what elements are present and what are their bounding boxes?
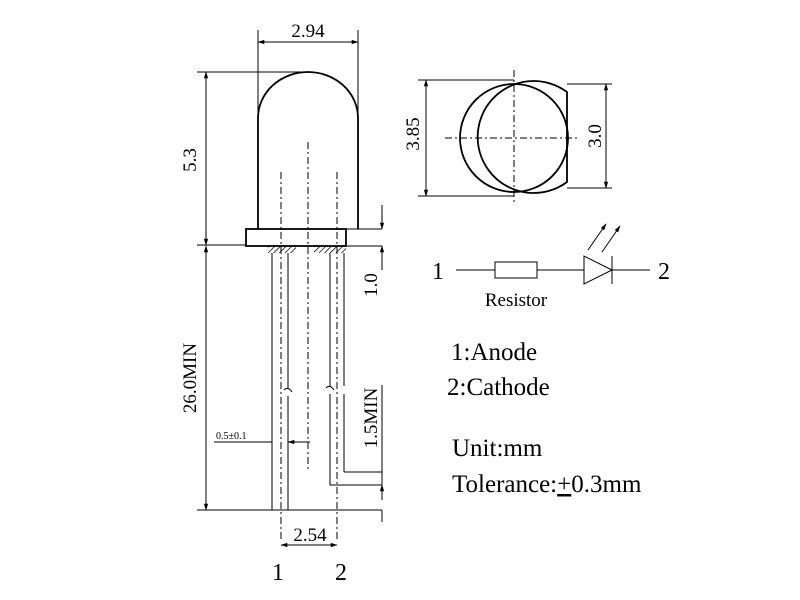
lead-2 bbox=[329, 253, 382, 486]
tolerance-value: 0.3mm bbox=[571, 471, 642, 498]
dim-flange-thickness: 1.0 bbox=[361, 273, 382, 297]
top-view: 3.85 3.0 bbox=[403, 70, 612, 205]
legend-tolerance: Tolerance:+0.3mm bbox=[452, 471, 642, 498]
resistor-symbol bbox=[494, 261, 538, 279]
dim-pin-pitch: 2.54 bbox=[293, 525, 327, 546]
schematic-pin-2: 2 bbox=[658, 259, 670, 285]
schematic: 1 2 Resistor bbox=[432, 223, 670, 311]
dim-lens-width: 2.94 bbox=[291, 21, 325, 42]
dim-lead-width: 0.5±0.1 bbox=[216, 431, 247, 442]
lead-1 bbox=[271, 253, 289, 511]
dim-body-height: 5.3 bbox=[180, 148, 201, 172]
emission-arrow-icon bbox=[601, 225, 621, 253]
emission-arrow-icon bbox=[587, 223, 607, 251]
lead-2-break bbox=[325, 385, 335, 391]
pin-number-2: 2 bbox=[335, 560, 347, 586]
lead-root-hatch-2 bbox=[314, 246, 346, 253]
legend-unit: Unit:mm bbox=[452, 435, 543, 462]
legend-cathode: 2:Cathode bbox=[447, 374, 550, 401]
lead-1-break bbox=[283, 387, 293, 393]
tolerance-symbol: + bbox=[557, 471, 571, 498]
side-view: 2.94 5.3 26.0MIN 1.0 1.5MIN 0.5±0.1 2.54… bbox=[180, 21, 385, 586]
flange bbox=[245, 228, 347, 247]
flange-outline-top bbox=[476, 80, 568, 194]
tolerance-prefix: Tolerance: bbox=[452, 471, 557, 498]
legend-anode: 1:Anode bbox=[451, 339, 537, 366]
diode-symbol bbox=[583, 255, 614, 285]
resistor-label: Resistor bbox=[485, 290, 548, 311]
dim-lens-diameter: 3.0 bbox=[585, 124, 606, 148]
dim-lead-step: 1.5MIN bbox=[361, 387, 382, 448]
dim-lead-length: 26.0MIN bbox=[180, 343, 201, 413]
pin-number-1: 1 bbox=[272, 560, 284, 586]
dim-flange-diameter: 3.85 bbox=[403, 117, 424, 150]
schematic-pin-1: 1 bbox=[432, 259, 444, 285]
lead-root-hatch-1 bbox=[268, 246, 296, 253]
legend: 1:Anode 2:Cathode Unit:mm Tolerance:+0.3… bbox=[447, 339, 642, 498]
